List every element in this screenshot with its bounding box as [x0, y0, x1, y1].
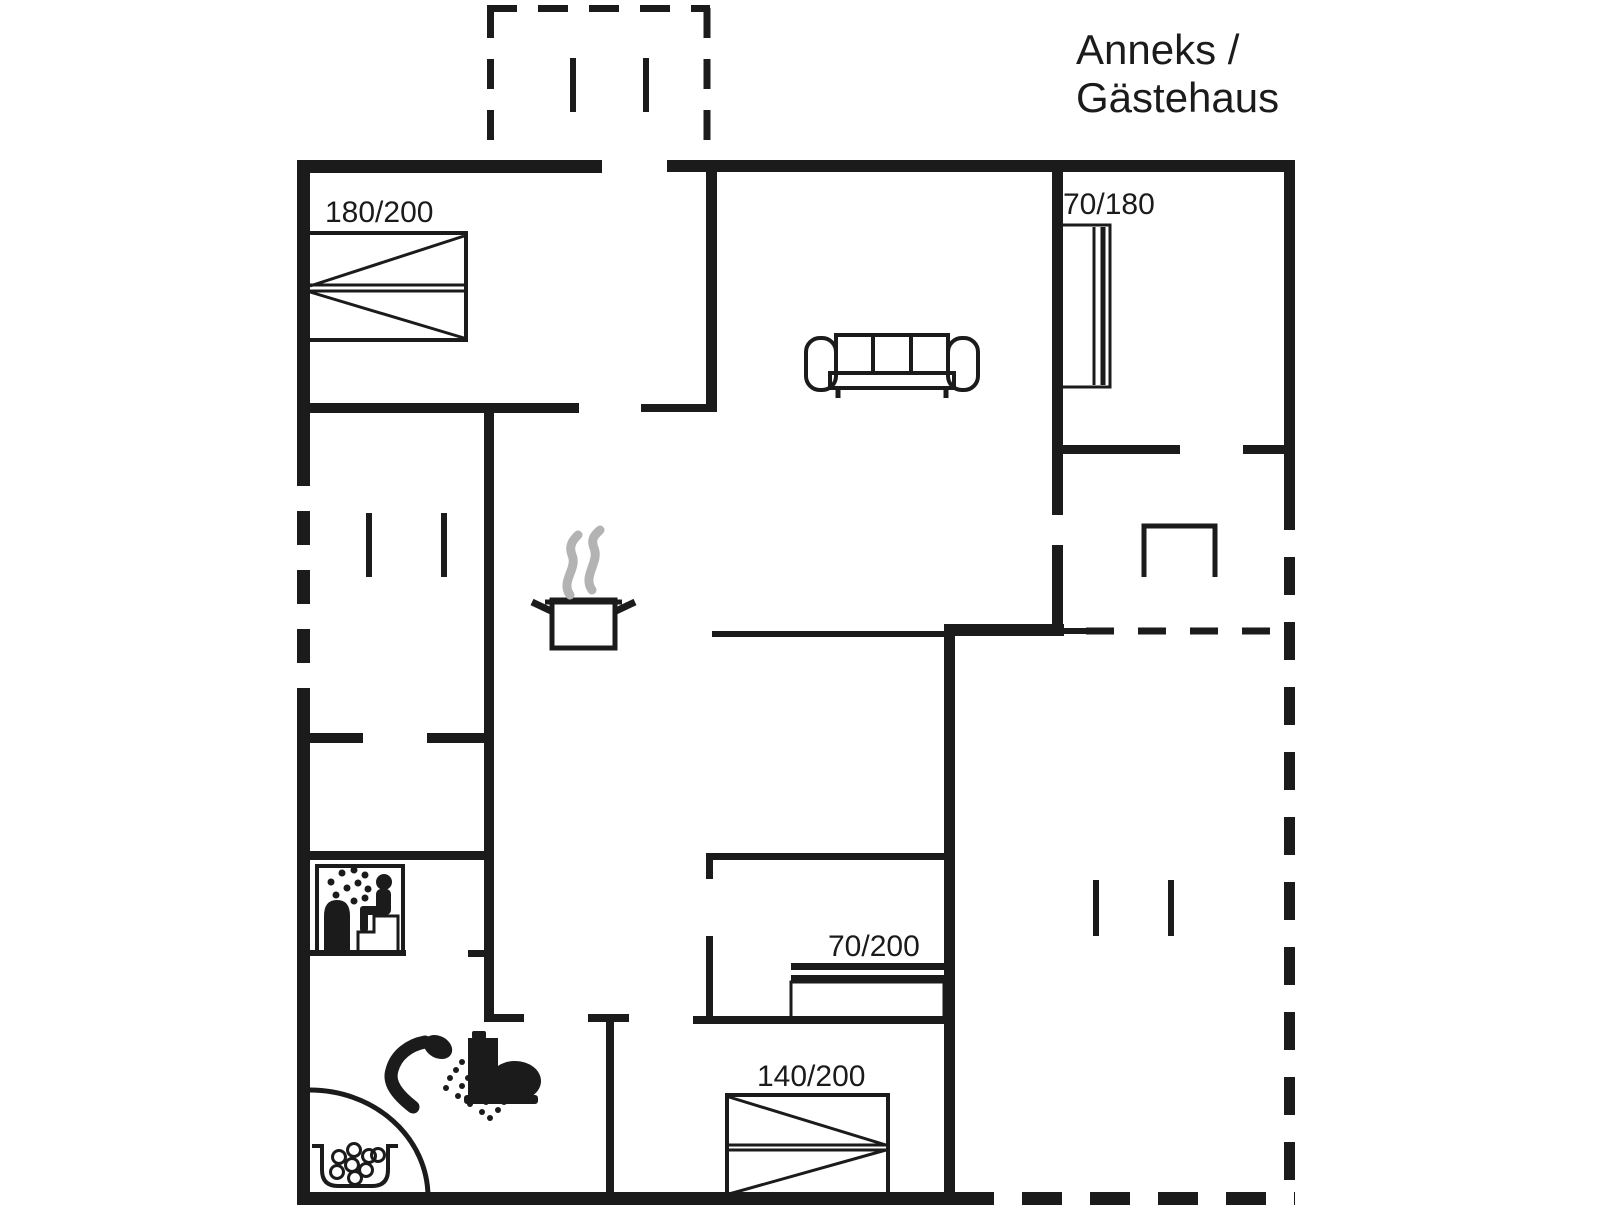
filled-icons [324, 866, 944, 1121]
toilet-icon [464, 1031, 541, 1104]
bed-double-icon [725, 1093, 890, 1198]
wall-segment [944, 624, 1064, 636]
wall-segment [712, 631, 950, 637]
wall-segment [468, 950, 494, 957]
wall-segment [297, 403, 579, 413]
wall-segment [706, 160, 717, 411]
furniture-outlines [306, 223, 1218, 1198]
wall-segment [297, 851, 490, 860]
sofa-icon [804, 333, 980, 398]
wall-segment [693, 1016, 952, 1024]
dashed-walls [297, 5, 1295, 1205]
wall-segment [297, 160, 602, 173]
door-mark [1168, 880, 1174, 936]
labels: 180/200 70/180 70/200 140/200 Anneks / G… [325, 26, 1279, 1093]
shower-hose [384, 1035, 432, 1114]
bed-master-icon [306, 231, 468, 342]
wall-segment [706, 853, 952, 860]
door-mark [643, 58, 649, 112]
annex-title-line2: Gästehaus [1076, 74, 1279, 121]
label-bed-double: 140/200 [757, 1060, 865, 1093]
wall-segment [1052, 545, 1063, 635]
wall-segment [667, 160, 1295, 172]
door-mark [441, 513, 447, 577]
wall-segment [484, 403, 494, 1022]
wall-segment [606, 1022, 614, 1194]
wall-segment [1284, 160, 1295, 492]
bunk-rail [791, 963, 944, 970]
label-bed-master: 180/200 [325, 196, 433, 229]
wall-segment [944, 631, 955, 1205]
door-mark [366, 513, 372, 577]
whirlpool-icon [312, 1142, 398, 1188]
wall-segment [588, 1014, 629, 1022]
wall-segment [641, 404, 717, 412]
wall-segment [297, 1192, 954, 1205]
bed-bunk-icon [789, 980, 946, 1020]
sauna-icon [315, 864, 405, 956]
cooking-pot-icon [530, 597, 637, 651]
wall-segment [484, 1014, 524, 1022]
wall-segment [1064, 628, 1086, 634]
wall-segment [1243, 445, 1295, 454]
steam-icon [562, 525, 605, 600]
corner-arc [309, 1087, 431, 1197]
wardrobe-icon [1055, 223, 1112, 389]
sauna-person-icon [324, 866, 392, 952]
door-mark [1093, 880, 1099, 936]
bunk-rail [791, 975, 944, 982]
label-bed-annex: 70/180 [1063, 188, 1155, 221]
label-bed-bunk: 70/200 [828, 930, 920, 963]
wall-segment [297, 733, 363, 743]
wall-segment [427, 733, 490, 743]
fireplace-icon [1141, 523, 1218, 577]
annex-title-line1: Anneks / [1076, 26, 1240, 73]
wall-segment [706, 936, 713, 1020]
wall-segment [706, 853, 713, 879]
wall-segment [1052, 445, 1180, 454]
wall-segment [297, 695, 310, 1205]
shower-icon [423, 1035, 513, 1121]
door-mark [570, 58, 576, 112]
